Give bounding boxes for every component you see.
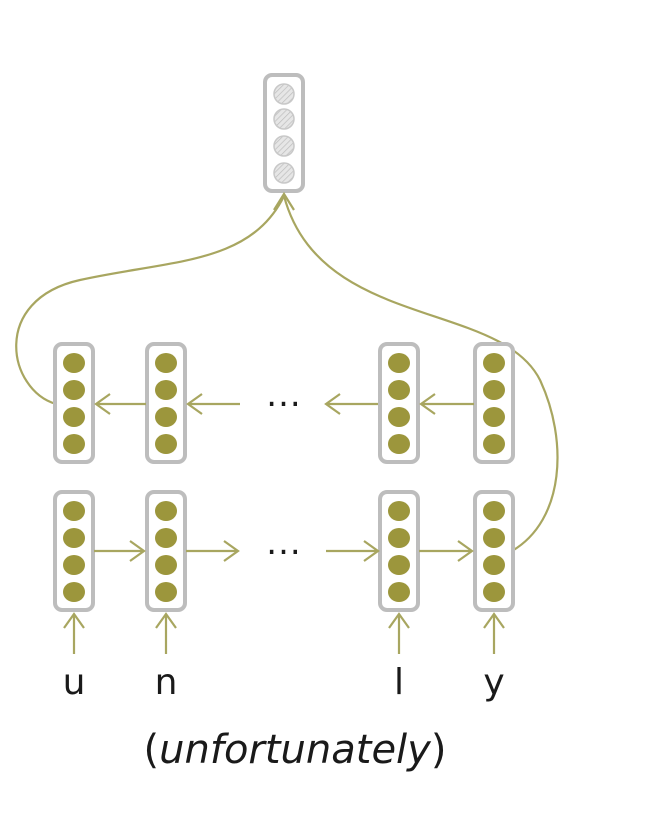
- output-vector: [263, 73, 305, 193]
- backward-cell-2: [145, 342, 187, 464]
- forward-node: [483, 555, 505, 575]
- forward-cell-box: [145, 490, 187, 612]
- backward-node: [155, 434, 177, 454]
- caption-open-paren: (: [143, 727, 160, 773]
- backward-node: [483, 407, 505, 427]
- forward-node: [388, 555, 410, 575]
- forward-arrows: [94, 540, 474, 562]
- output-vector-box: [263, 73, 305, 193]
- backward-cell-3: [378, 342, 420, 464]
- forward-node: [483, 501, 505, 521]
- forward-node: [388, 528, 410, 548]
- output-vector-nodes: [273, 83, 295, 184]
- backward-node: [63, 434, 85, 454]
- backward-node: [63, 353, 85, 373]
- input-arrow: [483, 612, 505, 654]
- input-char-label: n: [154, 662, 178, 703]
- backward-node: [155, 353, 177, 373]
- backward-cell-4: [473, 342, 515, 464]
- backward-node: [388, 380, 410, 400]
- backward-node: [388, 353, 410, 373]
- forward-ellipsis: ...: [266, 523, 302, 563]
- forward-cell-3: [378, 490, 420, 612]
- output-node: [273, 83, 295, 105]
- output-connections: [15, 191, 559, 552]
- forward-cell-box: [53, 490, 95, 612]
- backward-arrow: [419, 393, 474, 415]
- output-node: [273, 108, 295, 130]
- backward-node: [483, 380, 505, 400]
- forward-arrow: [419, 540, 474, 562]
- forward-node: [388, 582, 410, 602]
- backward-arrow: [324, 393, 378, 415]
- backward-arrow: [94, 393, 146, 415]
- backward-node: [63, 407, 85, 427]
- forward-cell-4: [473, 490, 515, 612]
- forward-node: [483, 528, 505, 548]
- backward-arrows: [94, 393, 474, 415]
- forward-arrow: [186, 540, 240, 562]
- forward-node: [63, 501, 85, 521]
- backward-node: [155, 380, 177, 400]
- backward-node: [388, 407, 410, 427]
- backward-arrow: [186, 393, 240, 415]
- backward-node: [483, 434, 505, 454]
- forward-node: [63, 528, 85, 548]
- backward-cell-box: [53, 342, 95, 464]
- forward-node: [63, 555, 85, 575]
- input-arrows: [63, 612, 505, 654]
- forward-cell-box: [473, 490, 515, 612]
- forward-node: [155, 528, 177, 548]
- backward-to-output-curve: [15, 195, 285, 406]
- forward-cell-2: [145, 490, 187, 612]
- forward-arrow: [94, 540, 146, 562]
- output-arrowhead: [273, 191, 295, 211]
- forward-to-output-curve: [282, 195, 559, 552]
- input-arrow: [63, 612, 85, 654]
- output-node: [273, 162, 295, 184]
- backward-node: [63, 380, 85, 400]
- forward-cell-1: [53, 490, 95, 612]
- input-char-label: y: [483, 662, 505, 703]
- word-caption: (unfortunately): [0, 730, 590, 770]
- forward-node: [388, 501, 410, 521]
- backward-cell-box: [473, 342, 515, 464]
- backward-cell-1: [53, 342, 95, 464]
- forward-layer: [53, 490, 515, 612]
- forward-node: [155, 555, 177, 575]
- forward-arrow: [326, 540, 380, 562]
- backward-node: [388, 434, 410, 454]
- input-arrow: [155, 612, 177, 654]
- forward-node: [155, 582, 177, 602]
- caption-close-paren: ): [430, 727, 447, 773]
- output-node: [273, 135, 295, 157]
- forward-cell-box: [378, 490, 420, 612]
- caption-word: unfortunately: [159, 727, 431, 773]
- backward-cell-box: [145, 342, 187, 464]
- input-arrow: [388, 612, 410, 654]
- backward-layer: [53, 342, 515, 464]
- forward-node: [155, 501, 177, 521]
- input-char-label: u: [62, 662, 86, 703]
- forward-node: [63, 582, 85, 602]
- backward-node: [483, 353, 505, 373]
- backward-node: [155, 407, 177, 427]
- forward-node: [483, 582, 505, 602]
- backward-cell-box: [378, 342, 420, 464]
- backward-ellipsis: ...: [266, 375, 302, 415]
- input-char-label: l: [393, 662, 404, 703]
